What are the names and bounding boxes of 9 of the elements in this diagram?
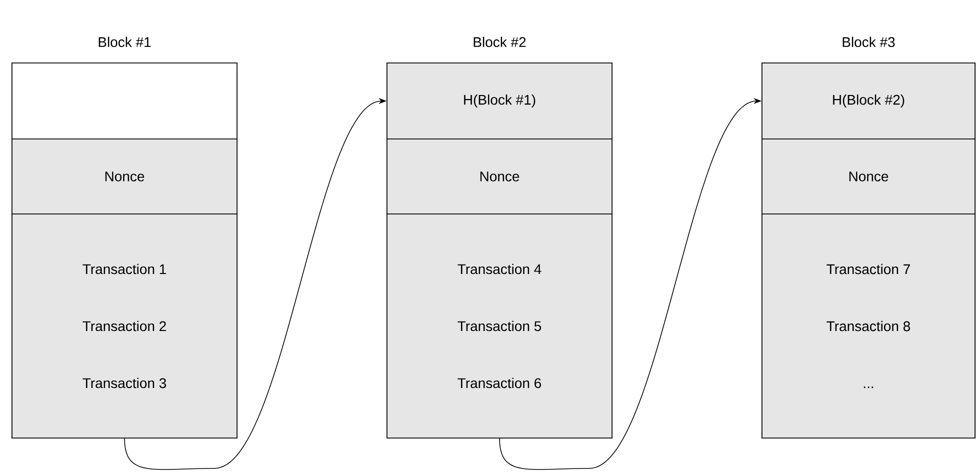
nonce-cell: Nonce	[386, 138, 612, 214]
nonce-cell: Nonce	[762, 138, 976, 214]
nonce-cell: Nonce	[12, 138, 238, 214]
node-label: Block #2	[474, 36, 526, 48]
node-label: Block #3	[842, 36, 895, 48]
header-cell	[12, 62, 238, 140]
node-label: Block #1	[98, 36, 151, 48]
header-cell: H(Block #1)	[386, 62, 612, 140]
header-cell: H(Block #2)	[762, 62, 976, 140]
